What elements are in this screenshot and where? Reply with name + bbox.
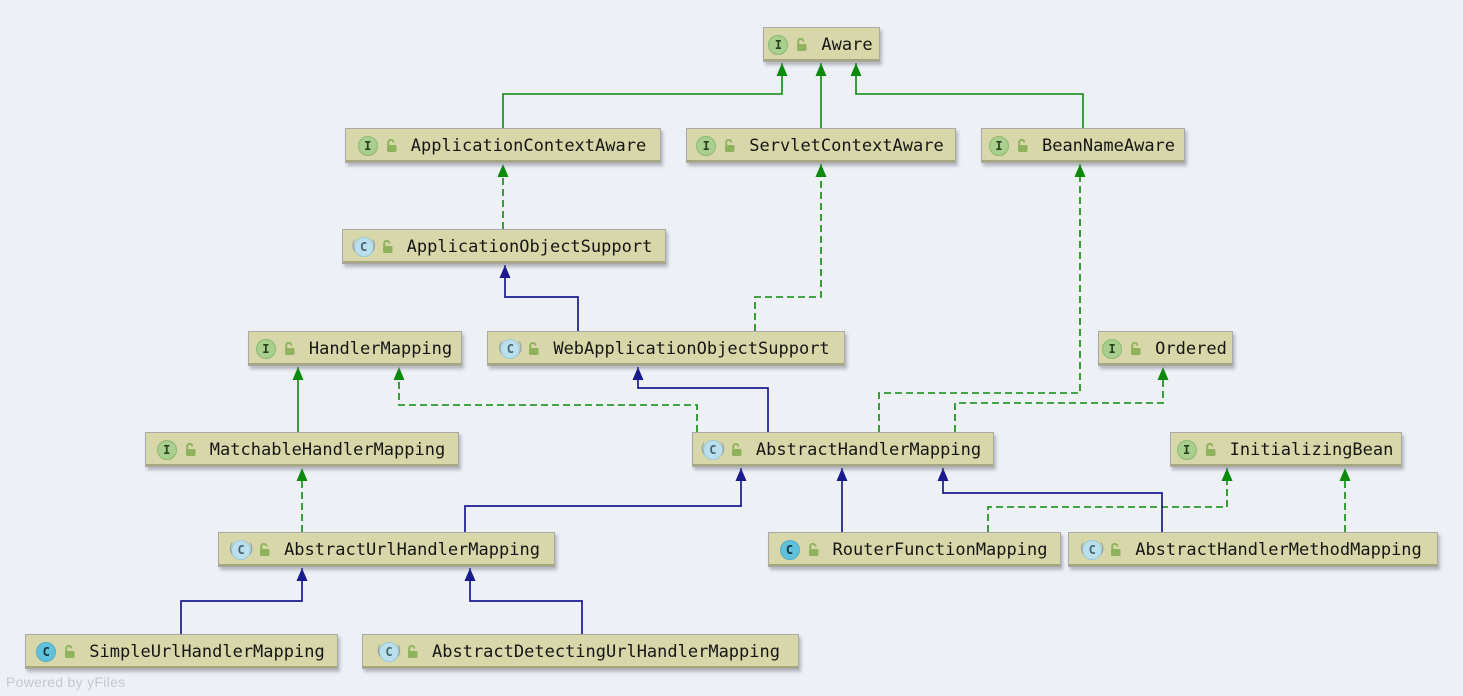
edge-extends-interface-application-context-aware-to-aware [502,63,788,128]
node-label: SimpleUrlHandlerMapping [89,641,325,662]
interface-icon: I [988,135,1009,156]
interface-icon: I [696,135,717,156]
node-label: BeanNameAware [1041,135,1176,156]
public-visibility-lock-icon [725,138,735,152]
node-handler-mapping[interactable]: I HandlerMapping [248,331,462,366]
public-visibility-lock-icon [382,239,393,253]
abstract-class-icon: C [379,641,399,662]
node-matchable-handler-mapping[interactable]: I MatchableHandlerMapping [145,432,459,467]
node-application-object-support[interactable]: C ApplicationObjectSupport [342,229,666,264]
edge-implements-web-application-object-support-to-servlet-context-aware [754,164,827,331]
edge-implements-abstract-handler-mapping-to-bean-name-aware [878,164,1086,432]
node-label: HandlerMapping [308,338,453,359]
node-initializing-bean[interactable]: I InitializingBean [1170,432,1402,467]
interface-icon: I [768,34,789,55]
node-servlet-context-aware[interactable]: I ServletContextAware [686,128,956,163]
public-visibility-lock-icon [797,37,807,51]
node-bean-name-aware[interactable]: I BeanNameAware [981,128,1185,163]
node-router-function-mapping[interactable]: C RouterFunctionMapping [768,532,1061,567]
node-label: Aware [821,34,873,55]
abstract-class-icon: C [702,439,723,460]
node-aware[interactable]: I Aware [763,27,880,62]
node-label: AbstractDetectingUrlHandlerMapping [432,641,780,662]
public-visibility-lock-icon [731,442,742,456]
yfiles-watermark: Powered by yFiles [6,674,126,690]
public-visibility-lock-icon [1205,442,1216,456]
node-label: ServletContextAware [749,135,944,156]
node-label: AbstractUrlHandlerMapping [284,539,540,560]
abstract-class-icon: C [1082,539,1103,560]
node-ordered[interactable]: I Ordered [1098,331,1233,366]
interface-icon: I [255,338,276,359]
interface-icon: I [1176,439,1197,460]
node-web-application-object-support[interactable]: C WebApplicationObjectSupport [487,331,845,366]
node-label: AbstractHandlerMapping [755,439,982,460]
node-abstract-handler-method-mapping[interactable]: C AbstractHandlerMethodMapping [1068,532,1438,567]
node-label: MatchableHandlerMapping [209,439,446,460]
edge-extends-class-abstract-detecting-url-handler-mapping-to-abstract-url-handler-mapping [464,568,583,634]
node-label: ApplicationObjectSupport [406,236,653,257]
public-visibility-lock-icon [408,644,418,658]
node-label: RouterFunctionMapping [832,539,1048,560]
edge-extends-interface-bean-name-aware-to-aware [850,63,1084,128]
edge-extends-class-abstract-handler-mapping-to-web-application-object-support [632,367,769,432]
public-visibility-lock-icon [185,442,196,456]
node-label: InitializingBean [1229,439,1394,460]
node-simple-url-handler-mapping[interactable]: C SimpleUrlHandlerMapping [25,634,338,669]
node-abstract-url-handler-mapping[interactable]: C AbstractUrlHandlerMapping [218,532,555,567]
class-icon: C [779,539,800,560]
public-visibility-lock-icon [808,542,819,556]
node-application-context-aware[interactable]: I ApplicationContextAware [345,128,661,163]
public-visibility-lock-icon [65,644,75,658]
edge-implements-abstract-handler-mapping-to-ordered [954,367,1169,432]
public-visibility-lock-icon [1111,542,1121,556]
interface-icon: I [156,439,177,460]
public-visibility-lock-icon [386,138,397,152]
interface-icon: I [1102,338,1123,359]
abstract-class-icon: C [500,338,521,359]
edge-extends-class-abstract-url-handler-mapping-to-abstract-handler-mapping [464,468,747,532]
edge-implements-router-function-mapping-to-initializing-bean [987,468,1233,532]
edge-implements-abstract-handler-mapping-to-handler-mapping [393,367,698,432]
edge-extends-class-simple-url-handler-mapping-to-abstract-url-handler-mapping [180,568,308,634]
public-visibility-lock-icon [1017,138,1028,152]
abstract-class-icon: C [353,236,374,257]
node-abstract-detecting-url-handler-mapping[interactable]: C AbstractDetectingUrlHandlerMapping [362,634,799,669]
class-icon: C [36,641,57,662]
abstract-class-icon: C [231,539,252,560]
node-label: WebApplicationObjectSupport [553,338,830,359]
node-label: Ordered [1155,338,1227,359]
node-label: AbstractHandlerMethodMapping [1135,539,1422,560]
edge-extends-class-web-application-object-support-to-application-object-support [499,265,579,331]
public-visibility-lock-icon [284,341,295,355]
public-visibility-lock-icon [529,341,539,355]
node-label: ApplicationContextAware [410,135,647,156]
edge-extends-class-abstract-handler-method-mapping-to-abstract-handler-mapping [937,468,1163,532]
public-visibility-lock-icon [260,542,270,556]
node-abstract-handler-mapping[interactable]: C AbstractHandlerMapping [692,432,994,467]
public-visibility-lock-icon [1131,341,1141,355]
interface-icon: I [357,135,378,156]
